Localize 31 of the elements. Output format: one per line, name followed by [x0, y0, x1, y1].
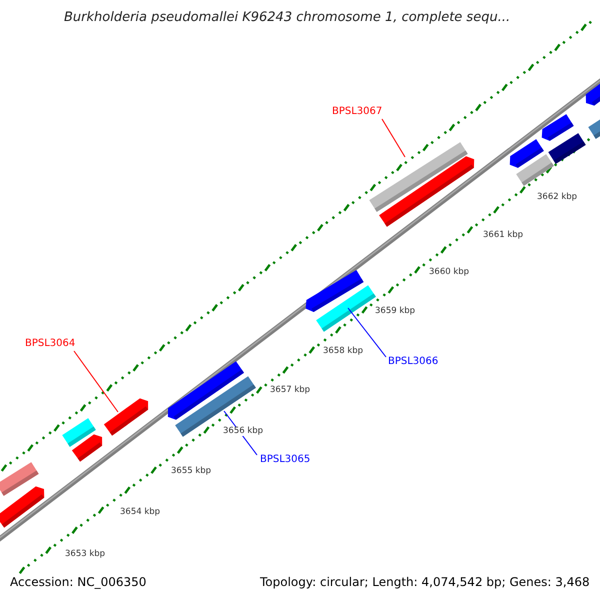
gene-block [0, 486, 44, 528]
scale-label: 3660 kbp [428, 268, 470, 276]
gene-block [548, 133, 586, 164]
gene-block [542, 114, 574, 141]
gene-block [379, 156, 474, 227]
gene-block [516, 154, 554, 186]
scale-label: 3661 kbp [482, 231, 524, 240]
gene-block [306, 270, 364, 312]
footer-text: Accession: NC_006350 [10, 576, 146, 588]
scale-label: 3653 kbp [64, 550, 106, 558]
gene-block [588, 118, 600, 139]
gene-label: BPSL3065 [260, 455, 310, 465]
scale-label: 3654 kbp [119, 508, 162, 516]
gene-block [104, 398, 148, 436]
footer-text: Topology: circular; Length: 4,074,542 bp; Genes: 3,468 [260, 576, 590, 588]
leader-line [74, 350, 118, 412]
gene-block [168, 361, 244, 420]
gene-block [586, 82, 600, 106]
leader-line [382, 118, 406, 158]
gene-label: BPSL3066 [388, 357, 438, 367]
scale-label: 3655 kbp [170, 467, 212, 476]
scale-label: 3657 kbp [269, 386, 312, 394]
gene-label: BPSL3067 [332, 107, 382, 117]
scale-label: 3659 kbp [374, 307, 416, 316]
diagram-title: Burkholderia pseudomallei K96243 chromosome 1, complete sequ... [64, 11, 510, 24]
scale-label: 3662 kbp [536, 193, 578, 202]
scale-label: 3658 kbp [322, 347, 364, 356]
gene-block [72, 434, 102, 462]
scale-label: 3656 kbp [222, 427, 264, 436]
leader-line [348, 308, 386, 358]
gene-label: BPSL3064 [25, 339, 76, 349]
